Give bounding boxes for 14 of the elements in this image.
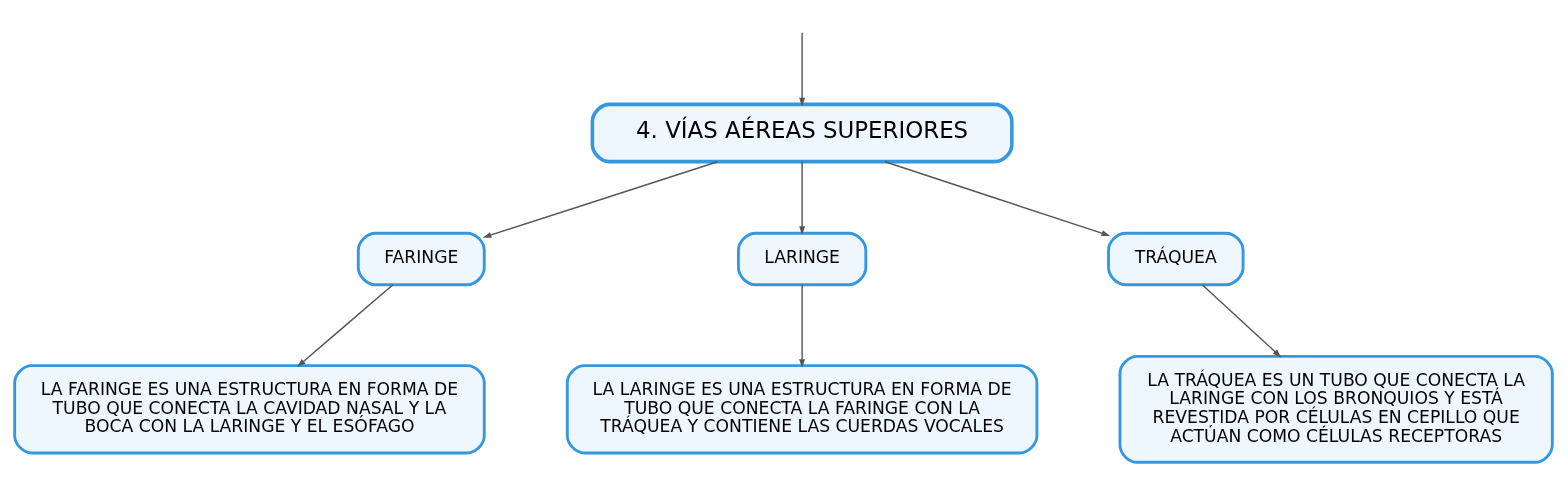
node-box: LARINGE [736, 231, 868, 287]
arrow [297, 284, 394, 367]
arrow [799, 32, 806, 107]
arrow [1201, 284, 1282, 358]
node-box: FARINGE [356, 231, 486, 287]
node-box: LA TRÁQUEA ES UN TUBO QUE CONECTA LA LARINGE CON LOS BRONQUIOS Y ESTÁ REVESTIDA POR CÉLULAS EN CEPILLO QUE ACTÚAN COMO CÉLULAS RECEPTORAS [1118, 354, 1554, 464]
node-box: TRÁQUEA [1107, 231, 1245, 287]
node-box: 4. VÍAS AÉREAS SUPERIORES [590, 102, 1014, 164]
arrow [799, 161, 806, 235]
arrow [482, 161, 719, 238]
arrow [799, 284, 806, 368]
node-box: LA LARINGE ES UNA ESTRUCTURA EN FORMA DE TUBO QUE CONECTA LA FARINGE CON LA TRÁQUEA Y CONTIENE LAS CUERDAS VOCALES [565, 364, 1039, 455]
node-box: LA FARINGE ES UNA ESTRUCTURA EN FORMA DE TUBO QUE CONECTA LA CAVIDAD NASAL Y LA BOCA CON LA LARINGE Y EL ESÓFAGO [13, 364, 486, 455]
arrow [884, 161, 1111, 237]
